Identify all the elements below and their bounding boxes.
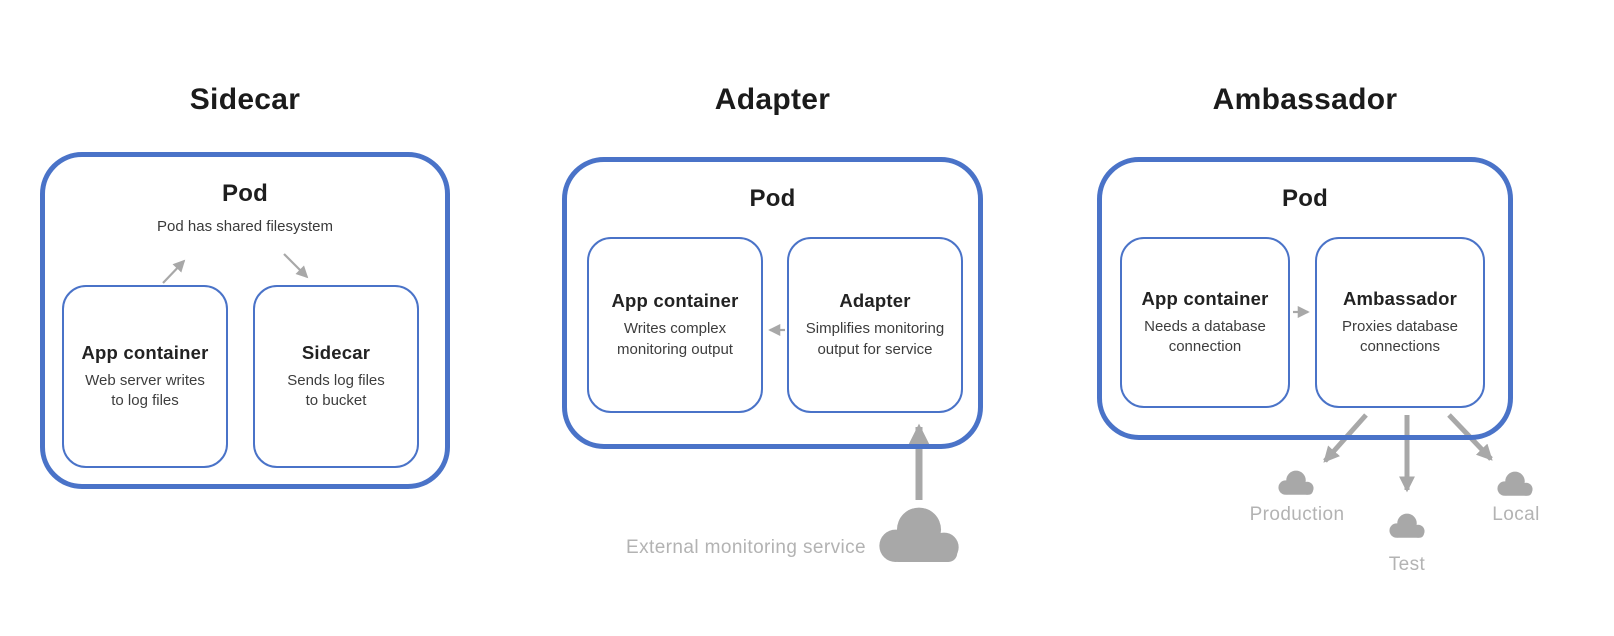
adapter-pod-box: Pod: [562, 157, 983, 449]
container-name: App container: [1141, 287, 1269, 309]
container-description: Sends log files to bucket: [287, 371, 385, 409]
sidecar-container-box: Sidecar Sends log files to bucket: [253, 285, 419, 468]
ambassador-pod-box: Pod: [1097, 157, 1513, 440]
adapter-container-box: Adapter Simplifies monitoring output for…: [787, 237, 963, 413]
container-description: Web server writes to log files: [85, 371, 205, 409]
container-name: App container: [81, 341, 209, 363]
container-name: Sidecar: [301, 341, 371, 363]
pod-label: Pod: [1282, 185, 1328, 212]
container-name: Adapter: [839, 290, 911, 312]
adapter-pattern-title: Adapter: [714, 83, 831, 116]
sidecar-pattern-title: Sidecar: [189, 83, 301, 116]
container-description: Needs a database connection: [1144, 317, 1266, 355]
sidecar-pod-box: Pod Pod has shared filesystem: [40, 152, 450, 489]
container-name: App container: [611, 290, 739, 312]
cloud-icon: [1389, 513, 1425, 538]
ambassador-container-box: Ambassador Proxies database connections: [1315, 237, 1485, 408]
container-name: Ambassador: [1342, 287, 1458, 309]
pod-shared-filesystem-note: Pod has shared filesystem: [157, 218, 333, 235]
ambassador-app-container-box: App container Needs a database connectio…: [1120, 237, 1290, 408]
local-environment-label: Local: [1492, 504, 1540, 525]
production-environment-label: Production: [1249, 504, 1345, 525]
external-monitoring-service-label: External monitoring service: [626, 537, 866, 558]
container-description: Proxies database connections: [1342, 317, 1458, 355]
test-environment-label: Test: [1388, 554, 1426, 575]
cloud-icon: [1497, 471, 1533, 496]
cloud-icon: [1278, 470, 1314, 495]
container-description: Simplifies monitoring output for service: [805, 320, 945, 358]
cloud-icon: [879, 507, 959, 562]
pod-label: Pod: [749, 185, 796, 212]
ambassador-pattern-title: Ambassador: [1212, 83, 1398, 116]
adapter-app-container-box: App container Writes complex monitoring …: [587, 237, 763, 413]
pod-label: Pod: [222, 180, 268, 207]
container-description: Writes complex monitoring output: [617, 320, 733, 358]
sidecar-app-container-box: App container Web server writes to log f…: [62, 285, 228, 468]
